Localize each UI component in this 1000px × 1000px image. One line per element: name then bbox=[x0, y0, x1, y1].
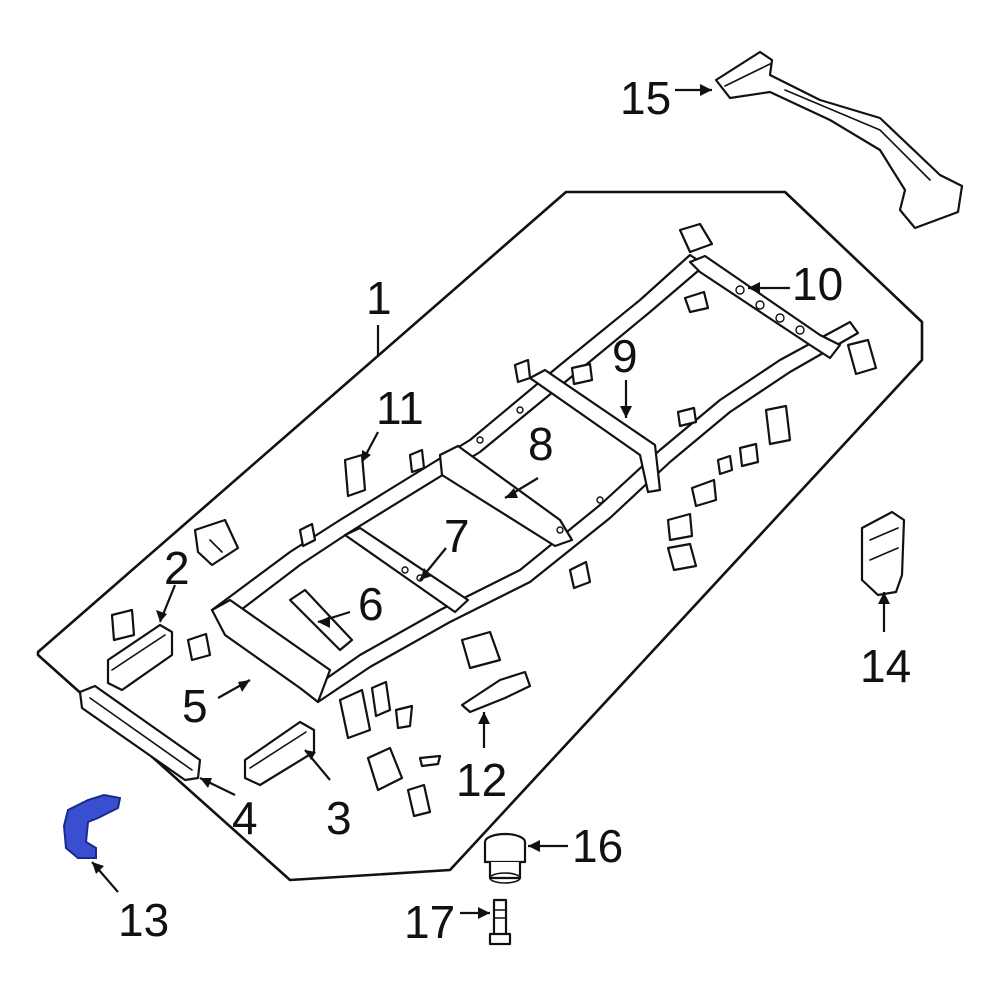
loose-brackets bbox=[110, 290, 792, 818]
front-crossmember bbox=[210, 598, 332, 704]
leader-lines bbox=[91, 84, 890, 919]
callout-9: 9 bbox=[612, 330, 638, 382]
crossmember-9 bbox=[528, 368, 662, 494]
callout-6: 6 bbox=[358, 578, 384, 630]
callout-4: 4 bbox=[232, 792, 258, 844]
callout-5: 5 bbox=[182, 680, 208, 732]
callout-11: 11 bbox=[376, 382, 424, 434]
part-3-frame-extension[interactable] bbox=[243, 720, 316, 787]
callout-2: 2 bbox=[164, 542, 190, 594]
part-14-bracket[interactable] bbox=[860, 510, 906, 597]
crossmember-8 bbox=[438, 444, 574, 548]
callout-15: 15 bbox=[620, 72, 671, 124]
frame-assembly[interactable] bbox=[210, 222, 878, 704]
part-15-rear-crossmember[interactable] bbox=[714, 50, 964, 230]
callout-1: 1 bbox=[366, 272, 392, 324]
callout-3: 3 bbox=[326, 792, 352, 844]
callout-12: 12 bbox=[456, 754, 507, 806]
callout-14: 14 bbox=[860, 640, 911, 692]
callout-labels: 1 2 3 4 5 6 7 8 9 10 11 12 13 14 15 16 1… bbox=[118, 72, 911, 948]
part-16-body-mount[interactable] bbox=[483, 832, 527, 884]
callout-10: 10 bbox=[792, 258, 843, 310]
part-13-bracket-highlighted[interactable] bbox=[62, 793, 122, 859]
callout-17: 17 bbox=[404, 896, 455, 948]
callout-16: 16 bbox=[572, 820, 623, 872]
callout-7: 7 bbox=[444, 510, 470, 562]
callout-13: 13 bbox=[118, 894, 169, 946]
part-12-bracket[interactable] bbox=[460, 670, 532, 714]
callout-8: 8 bbox=[528, 418, 554, 470]
assembly-outline bbox=[36, 190, 924, 882]
part-17-bolt[interactable] bbox=[488, 898, 512, 946]
